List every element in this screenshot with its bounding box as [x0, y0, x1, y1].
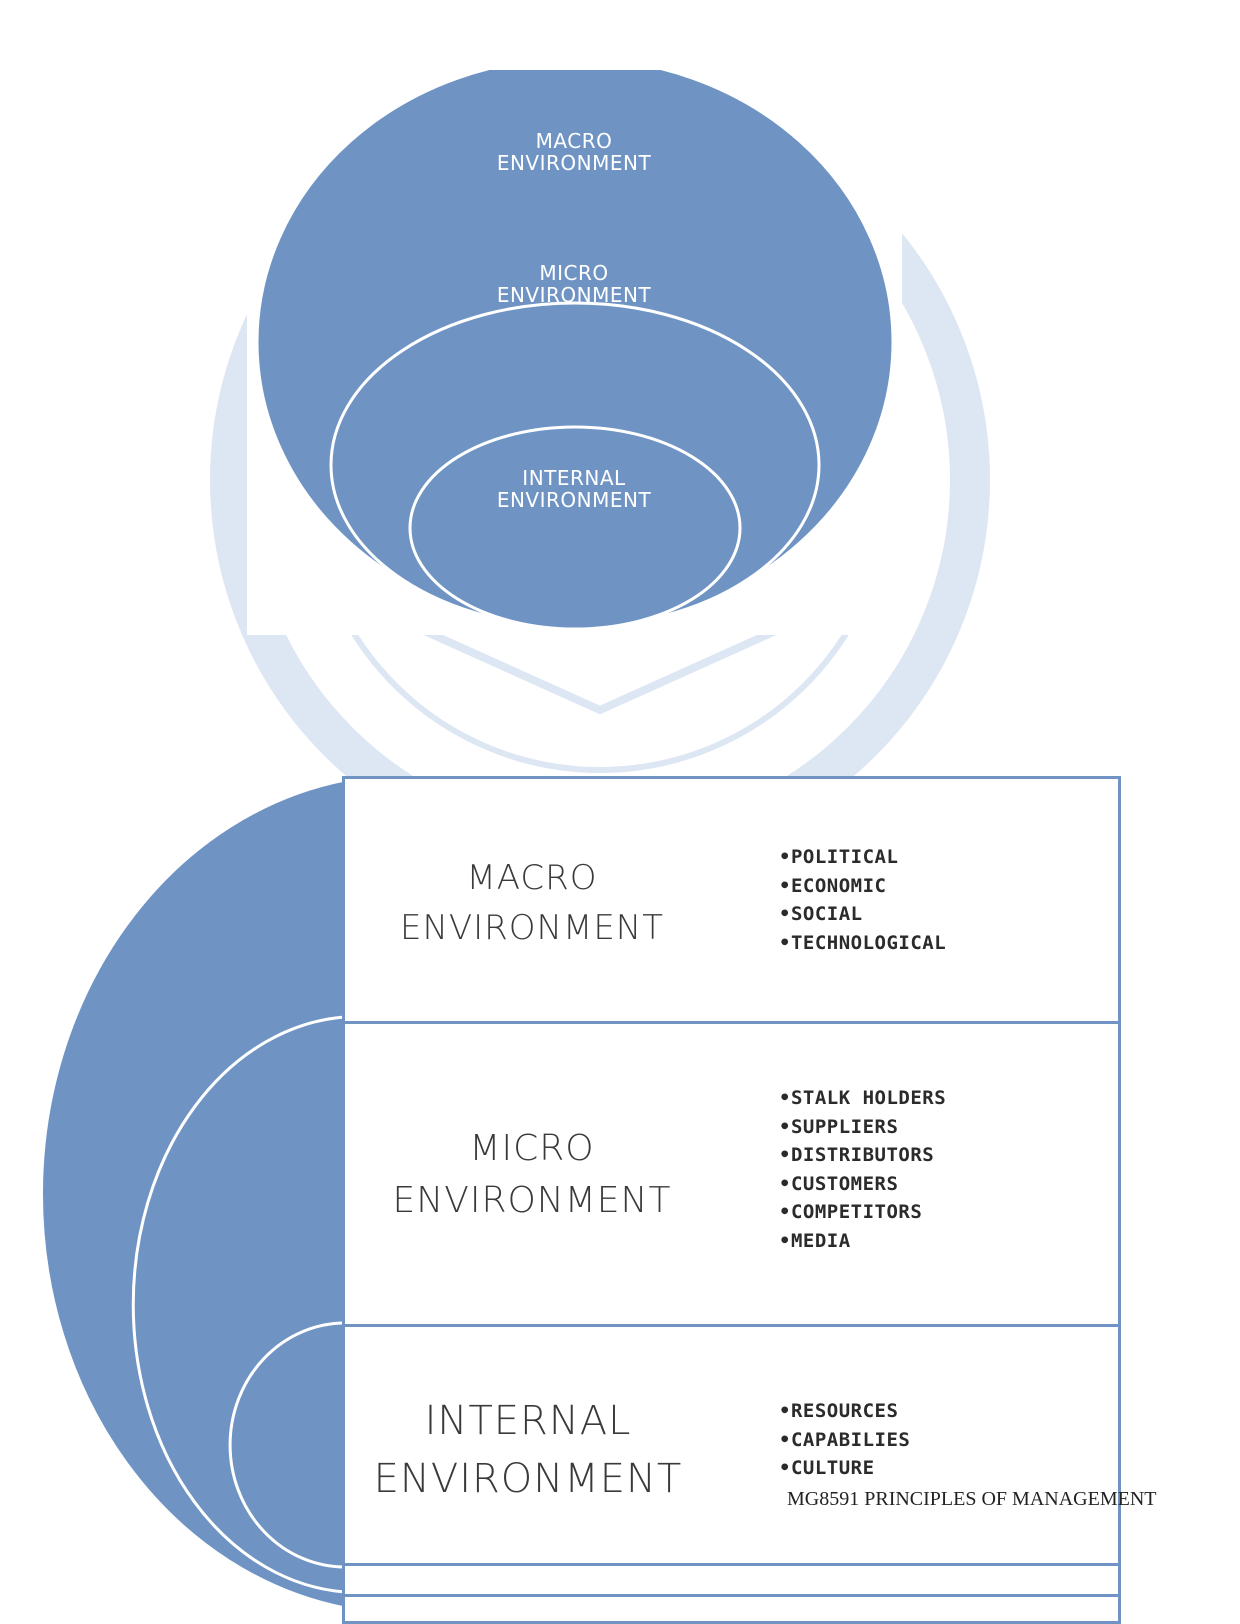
micro-circle-label: MICRO ENVIRONMENT: [496, 261, 652, 307]
nested-environment-diagram: MACRO ENVIRONMENT MICRO ENVIRONMENT INTE…: [247, 70, 902, 635]
empty-band: [342, 1563, 1121, 1598]
internal-factor-list: •RESOURCES •CAPABILIES •CULTURE: [779, 1397, 910, 1483]
micro-arc: [131, 1015, 346, 1594]
list-item: •CUSTOMERS: [779, 1172, 899, 1195]
macro-row: MACRO ENVIRONMENT •POLITICAL •ECONOMIC •…: [342, 776, 1121, 1026]
internal-arc: [228, 1321, 346, 1569]
internal-circle: [408, 425, 742, 631]
list-item: •STALK HOLDERS: [779, 1087, 947, 1109]
list-item: •DISTRIBUTORS: [779, 1144, 935, 1166]
nested-arcs: [40, 778, 347, 1608]
list-item: •COMPETITORS: [779, 1201, 923, 1223]
micro-factor-list: •STALK HOLDERS •SUPPLIERS •DISTRIBUTORS …: [779, 1084, 946, 1255]
list-item: •SOCIAL: [779, 903, 863, 925]
list-item: •CULTURE: [779, 1457, 875, 1479]
list-item: •SUPPLIERS: [779, 1115, 899, 1138]
list-item: •TECHNOLOGICAL: [779, 931, 947, 954]
page-footer: MG8591 PRINCIPLES OF MANAGEMENT: [787, 1488, 1157, 1510]
list-item: •CAPABILIES: [779, 1428, 911, 1451]
list-item: •POLITICAL: [779, 846, 899, 868]
micro-row: MICRO ENVIRONMENT •STALK HOLDERS •SUPPLI…: [342, 1021, 1121, 1328]
micro-row-title: MICRO ENVIRONMENT: [392, 1128, 672, 1221]
empty-band-bottom: [342, 1594, 1121, 1624]
internal-row: INTERNAL ENVIRONMENT •RESOURCES •CAPABIL…: [342, 1324, 1121, 1568]
environment-factors-diagram: MACRO ENVIRONMENT •POLITICAL •ECONOMIC •…: [0, 770, 1240, 1624]
macro-circle-label: MACRO ENVIRONMENT: [496, 129, 652, 175]
list-item: •ECONOMIC: [779, 874, 887, 897]
list-item: •MEDIA: [779, 1229, 851, 1252]
internal-row-title: INTERNAL ENVIRONMENT: [373, 1398, 683, 1502]
macro-arc: [40, 778, 347, 1608]
internal-circle-label: INTERNAL ENVIRONMENT: [496, 466, 652, 512]
macro-row-title: MACRO ENVIRONMENT: [399, 858, 665, 948]
macro-factor-list: •POLITICAL •ECONOMIC •SOCIAL •TECHNOLOGI…: [779, 843, 946, 957]
list-item: •RESOURCES: [779, 1400, 899, 1422]
nested-circles: [255, 70, 895, 631]
